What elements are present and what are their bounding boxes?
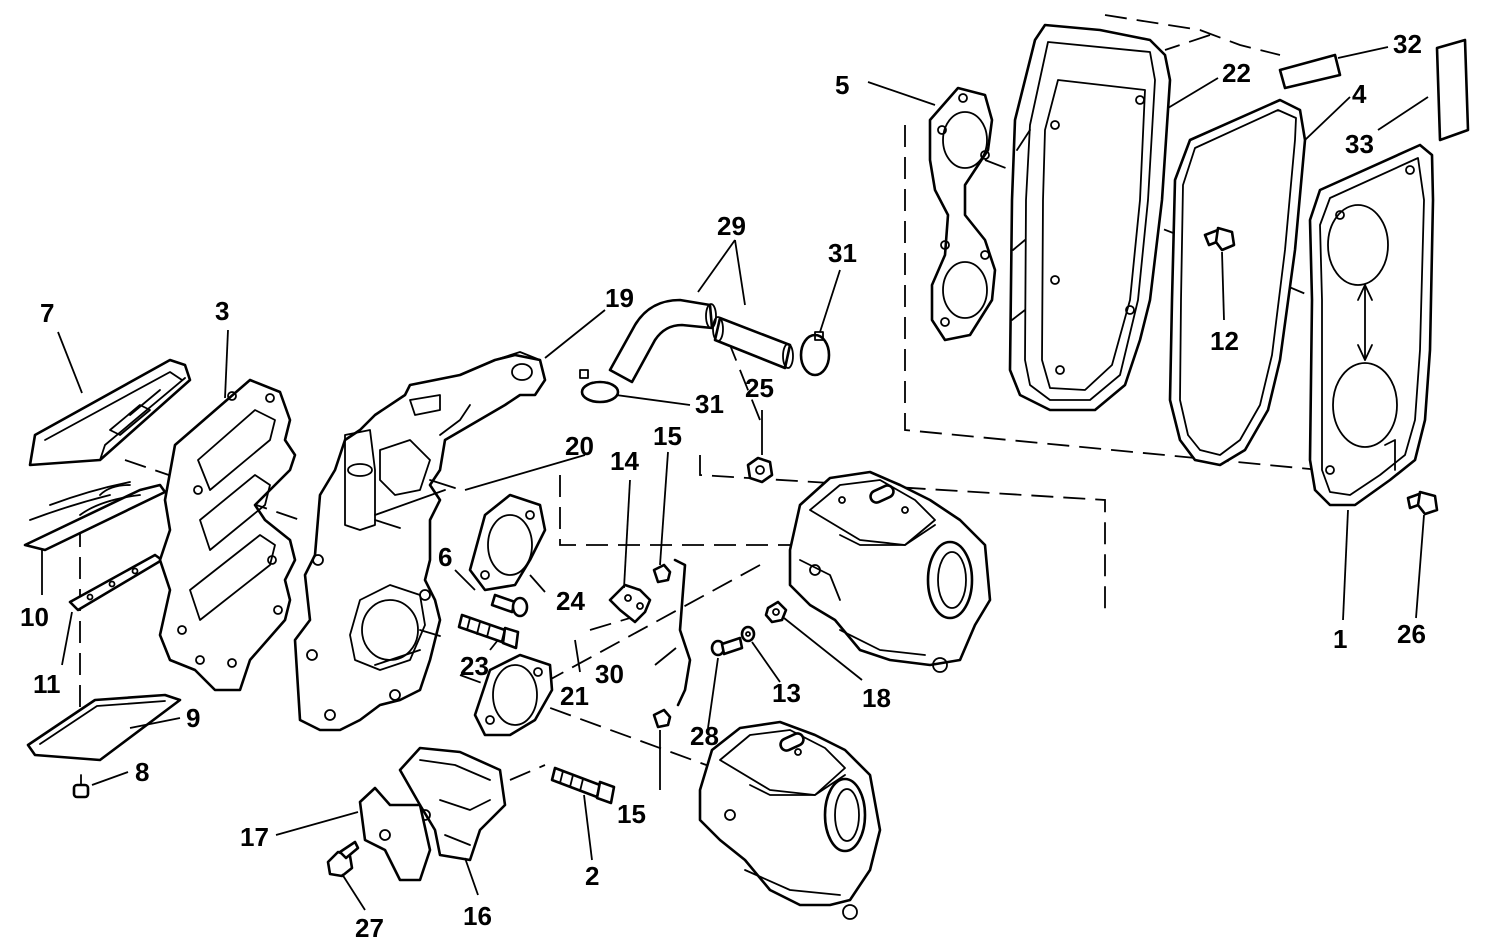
- callout-13: 13: [772, 678, 801, 708]
- lockwasher-part-18: [764, 600, 788, 624]
- gasket-part-4: [1168, 98, 1307, 467]
- decal-part-32: [1278, 53, 1342, 90]
- callout-28: 28: [690, 721, 719, 751]
- silencer-housing-part-22: [1008, 23, 1172, 412]
- reed-block-part-7: [28, 358, 192, 467]
- callout-27: 27: [355, 913, 384, 943]
- gasket-part-3: [158, 378, 297, 692]
- callout-4: 4: [1352, 79, 1367, 109]
- nut-part-15-b: [652, 708, 672, 729]
- callout-24: 24: [556, 586, 585, 616]
- callout-33: 33: [1345, 129, 1374, 159]
- callout-25: 25: [745, 373, 774, 403]
- callout-17: 17: [240, 822, 269, 852]
- hose-clamp-part-31-b: [799, 331, 831, 377]
- carburetor-lower: [698, 720, 882, 920]
- screw-part-8: [72, 774, 90, 799]
- callout-labels: 7 3 10 11 9 8 19 20 6 24 31 29 31 25 14 …: [20, 29, 1426, 943]
- callout-6: 6: [438, 542, 452, 572]
- callout-9: 9: [186, 703, 200, 733]
- callout-1: 1: [1333, 624, 1347, 654]
- silencer-cover-part-1: [1308, 143, 1435, 507]
- callout-26: 26: [1397, 619, 1426, 649]
- callout-10: 10: [20, 602, 49, 632]
- washer-part-13: [740, 625, 756, 643]
- nut-part-25: [746, 456, 774, 484]
- screw-part-12: [1203, 226, 1236, 252]
- flange-gasket-part-20: [468, 493, 547, 592]
- callout-3: 3: [215, 296, 229, 326]
- callout-29: 29: [717, 211, 746, 241]
- reed-plate-part-9: [26, 693, 182, 762]
- bolt-part-2: [550, 766, 616, 805]
- callout-31a: 31: [695, 389, 724, 419]
- callout-8: 8: [135, 757, 149, 787]
- nut-part-15-a: [652, 563, 672, 584]
- callout-11: 11: [33, 669, 61, 699]
- intake-manifold-part-19: [293, 351, 547, 732]
- leader-lines: [41, 46, 1429, 911]
- decal-part-33: [1435, 38, 1470, 142]
- callout-15b: 15: [617, 799, 646, 829]
- bracket-part-14: [608, 583, 652, 624]
- callout-22: 22: [1222, 58, 1251, 88]
- callout-15a: 15: [653, 421, 682, 451]
- callout-19: 19: [605, 283, 634, 313]
- reed-stop-part-11: [68, 553, 164, 612]
- gasket-part-5: [928, 86, 997, 342]
- callout-32: 32: [1393, 29, 1422, 59]
- callout-14: 14: [610, 446, 639, 476]
- callout-7: 7: [40, 298, 54, 328]
- callout-5: 5: [835, 70, 849, 100]
- plate-part-17: [358, 786, 432, 882]
- callout-16: 16: [463, 901, 492, 931]
- callout-21: 21: [560, 681, 589, 711]
- callout-20: 20: [565, 431, 594, 461]
- link-rod-part-30: [673, 558, 692, 707]
- screw-part-26: [1406, 490, 1439, 516]
- callout-12: 12: [1210, 326, 1239, 356]
- flange-gasket-part-21: [473, 653, 554, 737]
- callout-30: 30: [595, 659, 624, 689]
- callout-23: 23: [460, 651, 489, 681]
- callout-18: 18: [862, 683, 891, 713]
- reed-petals-part-10: [23, 481, 167, 552]
- bracket-part-16: [398, 746, 507, 862]
- hose-part-29: [608, 298, 794, 384]
- screw-part-28: [710, 636, 744, 657]
- bolt-part-23: [457, 613, 520, 650]
- hose-clamp-part-31-a: [579, 369, 620, 404]
- carburetor-upper: [788, 470, 992, 673]
- callout-31b: 31: [828, 238, 857, 268]
- bolt-part-27: [326, 840, 360, 878]
- callout-2: 2: [585, 861, 599, 891]
- screw-part-6: [490, 593, 529, 618]
